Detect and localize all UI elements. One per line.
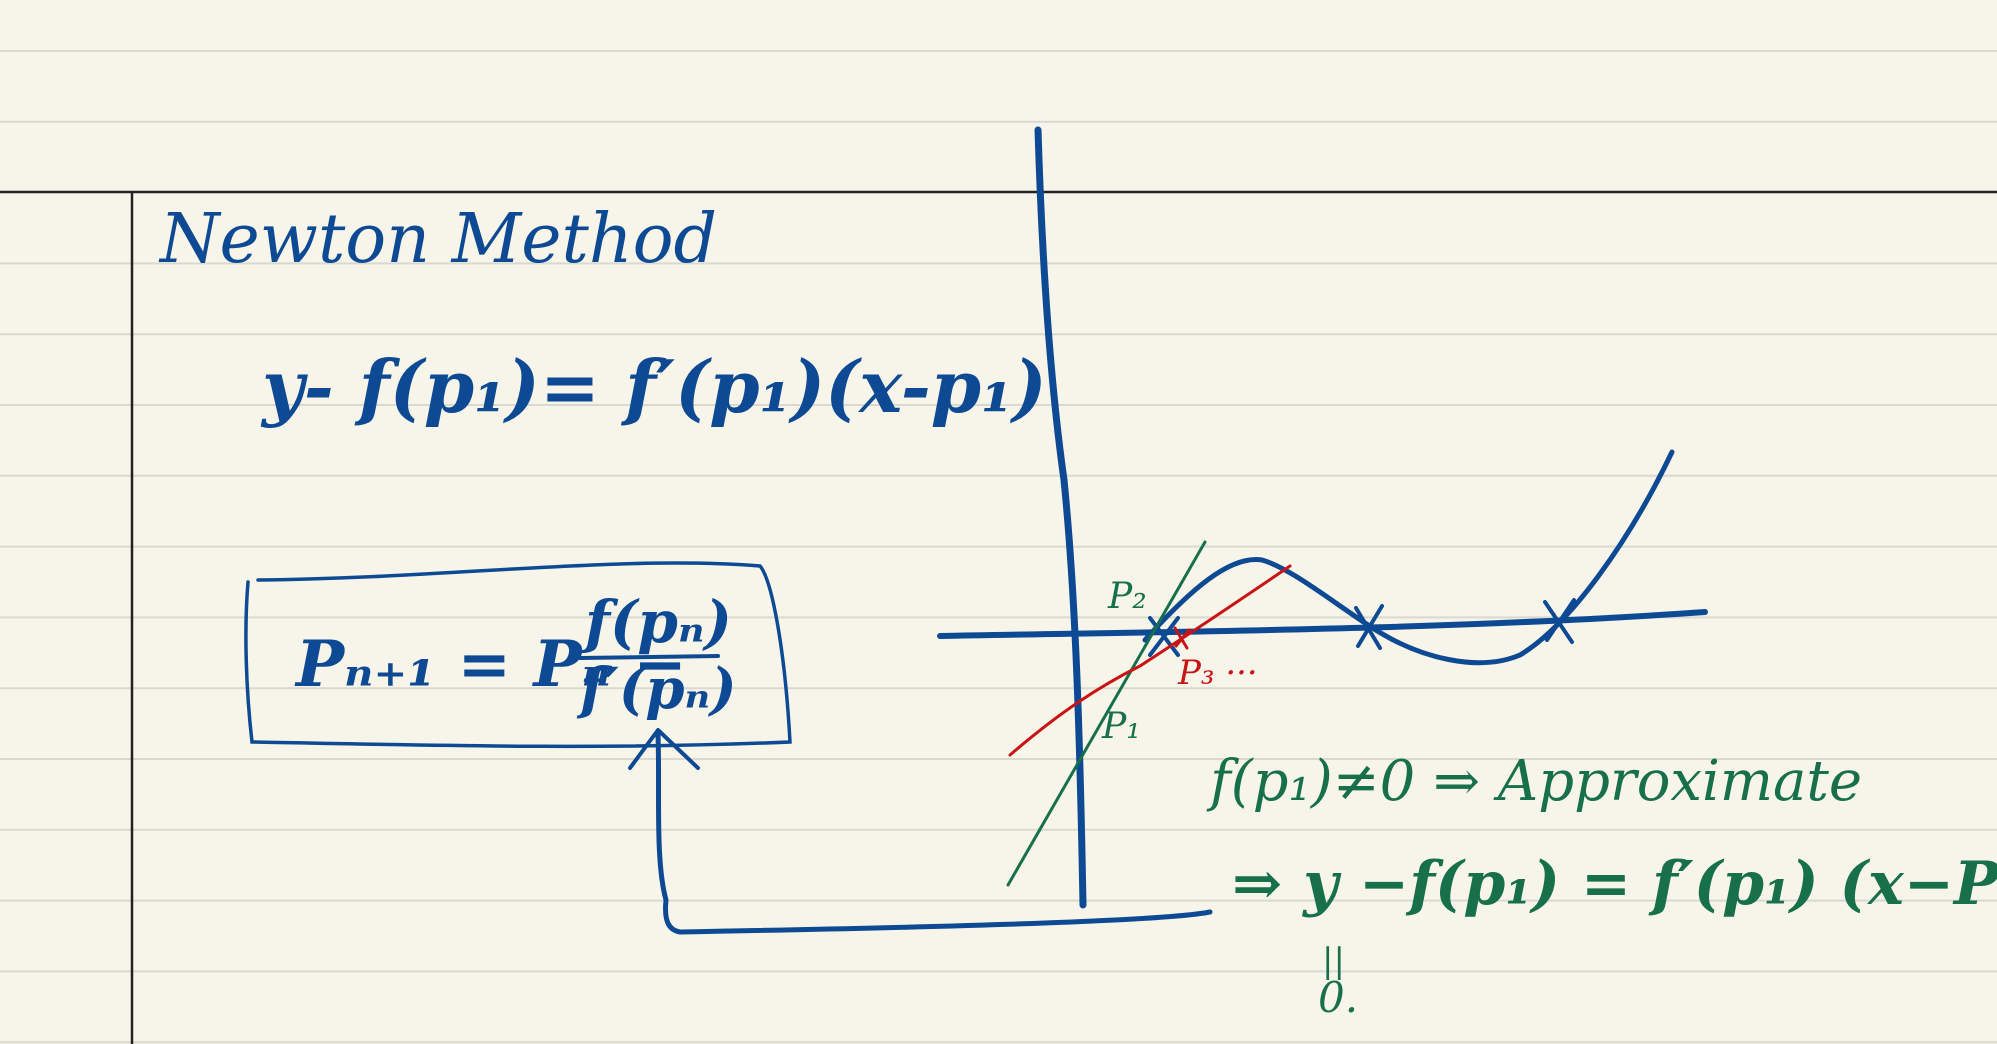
y-axis bbox=[1034, 126, 1087, 909]
note-title: Newton Method bbox=[158, 200, 717, 279]
formula-box: Pₙ₊₁ = Pₙ − f(pₙ) f′(pₙ) bbox=[244, 561, 792, 749]
approximate-note: f(p₁)≠0 ⇒ Approximate bbox=[1206, 749, 1862, 814]
second-tangent-line bbox=[1008, 564, 1292, 757]
x-axis bbox=[937, 609, 1708, 639]
tangent-equation: y- f(p₁)= f′(p₁)(x-p₁) bbox=[260, 344, 1047, 429]
fraction-bar bbox=[578, 654, 720, 660]
formula-denominator: f′(pₙ) bbox=[576, 656, 737, 722]
p3-tick bbox=[1173, 626, 1191, 650]
feedback-arrow bbox=[628, 728, 1213, 935]
zero-value: 0. bbox=[1318, 973, 1358, 1022]
label-p1: P₁ bbox=[1101, 706, 1141, 747]
root-markers bbox=[1148, 598, 1576, 657]
label-p2: P₂ bbox=[1107, 576, 1147, 617]
second-tangent-equation: ⇒ y −f(p₁) = f′(p₁) (x−P₂) . bbox=[1232, 849, 1997, 919]
equals-marks: || bbox=[1322, 941, 1345, 981]
function-curve bbox=[1142, 449, 1675, 666]
formula-box-frame bbox=[244, 561, 792, 749]
formula-numerator: f(pₙ) bbox=[581, 588, 732, 656]
ruled-lines bbox=[0, 50, 1997, 1044]
label-p3: P₃ ··· bbox=[1177, 653, 1258, 693]
formula-lhs: Pₙ₊₁ = Pₙ − bbox=[294, 627, 687, 702]
first-tangent-line bbox=[1006, 540, 1207, 887]
